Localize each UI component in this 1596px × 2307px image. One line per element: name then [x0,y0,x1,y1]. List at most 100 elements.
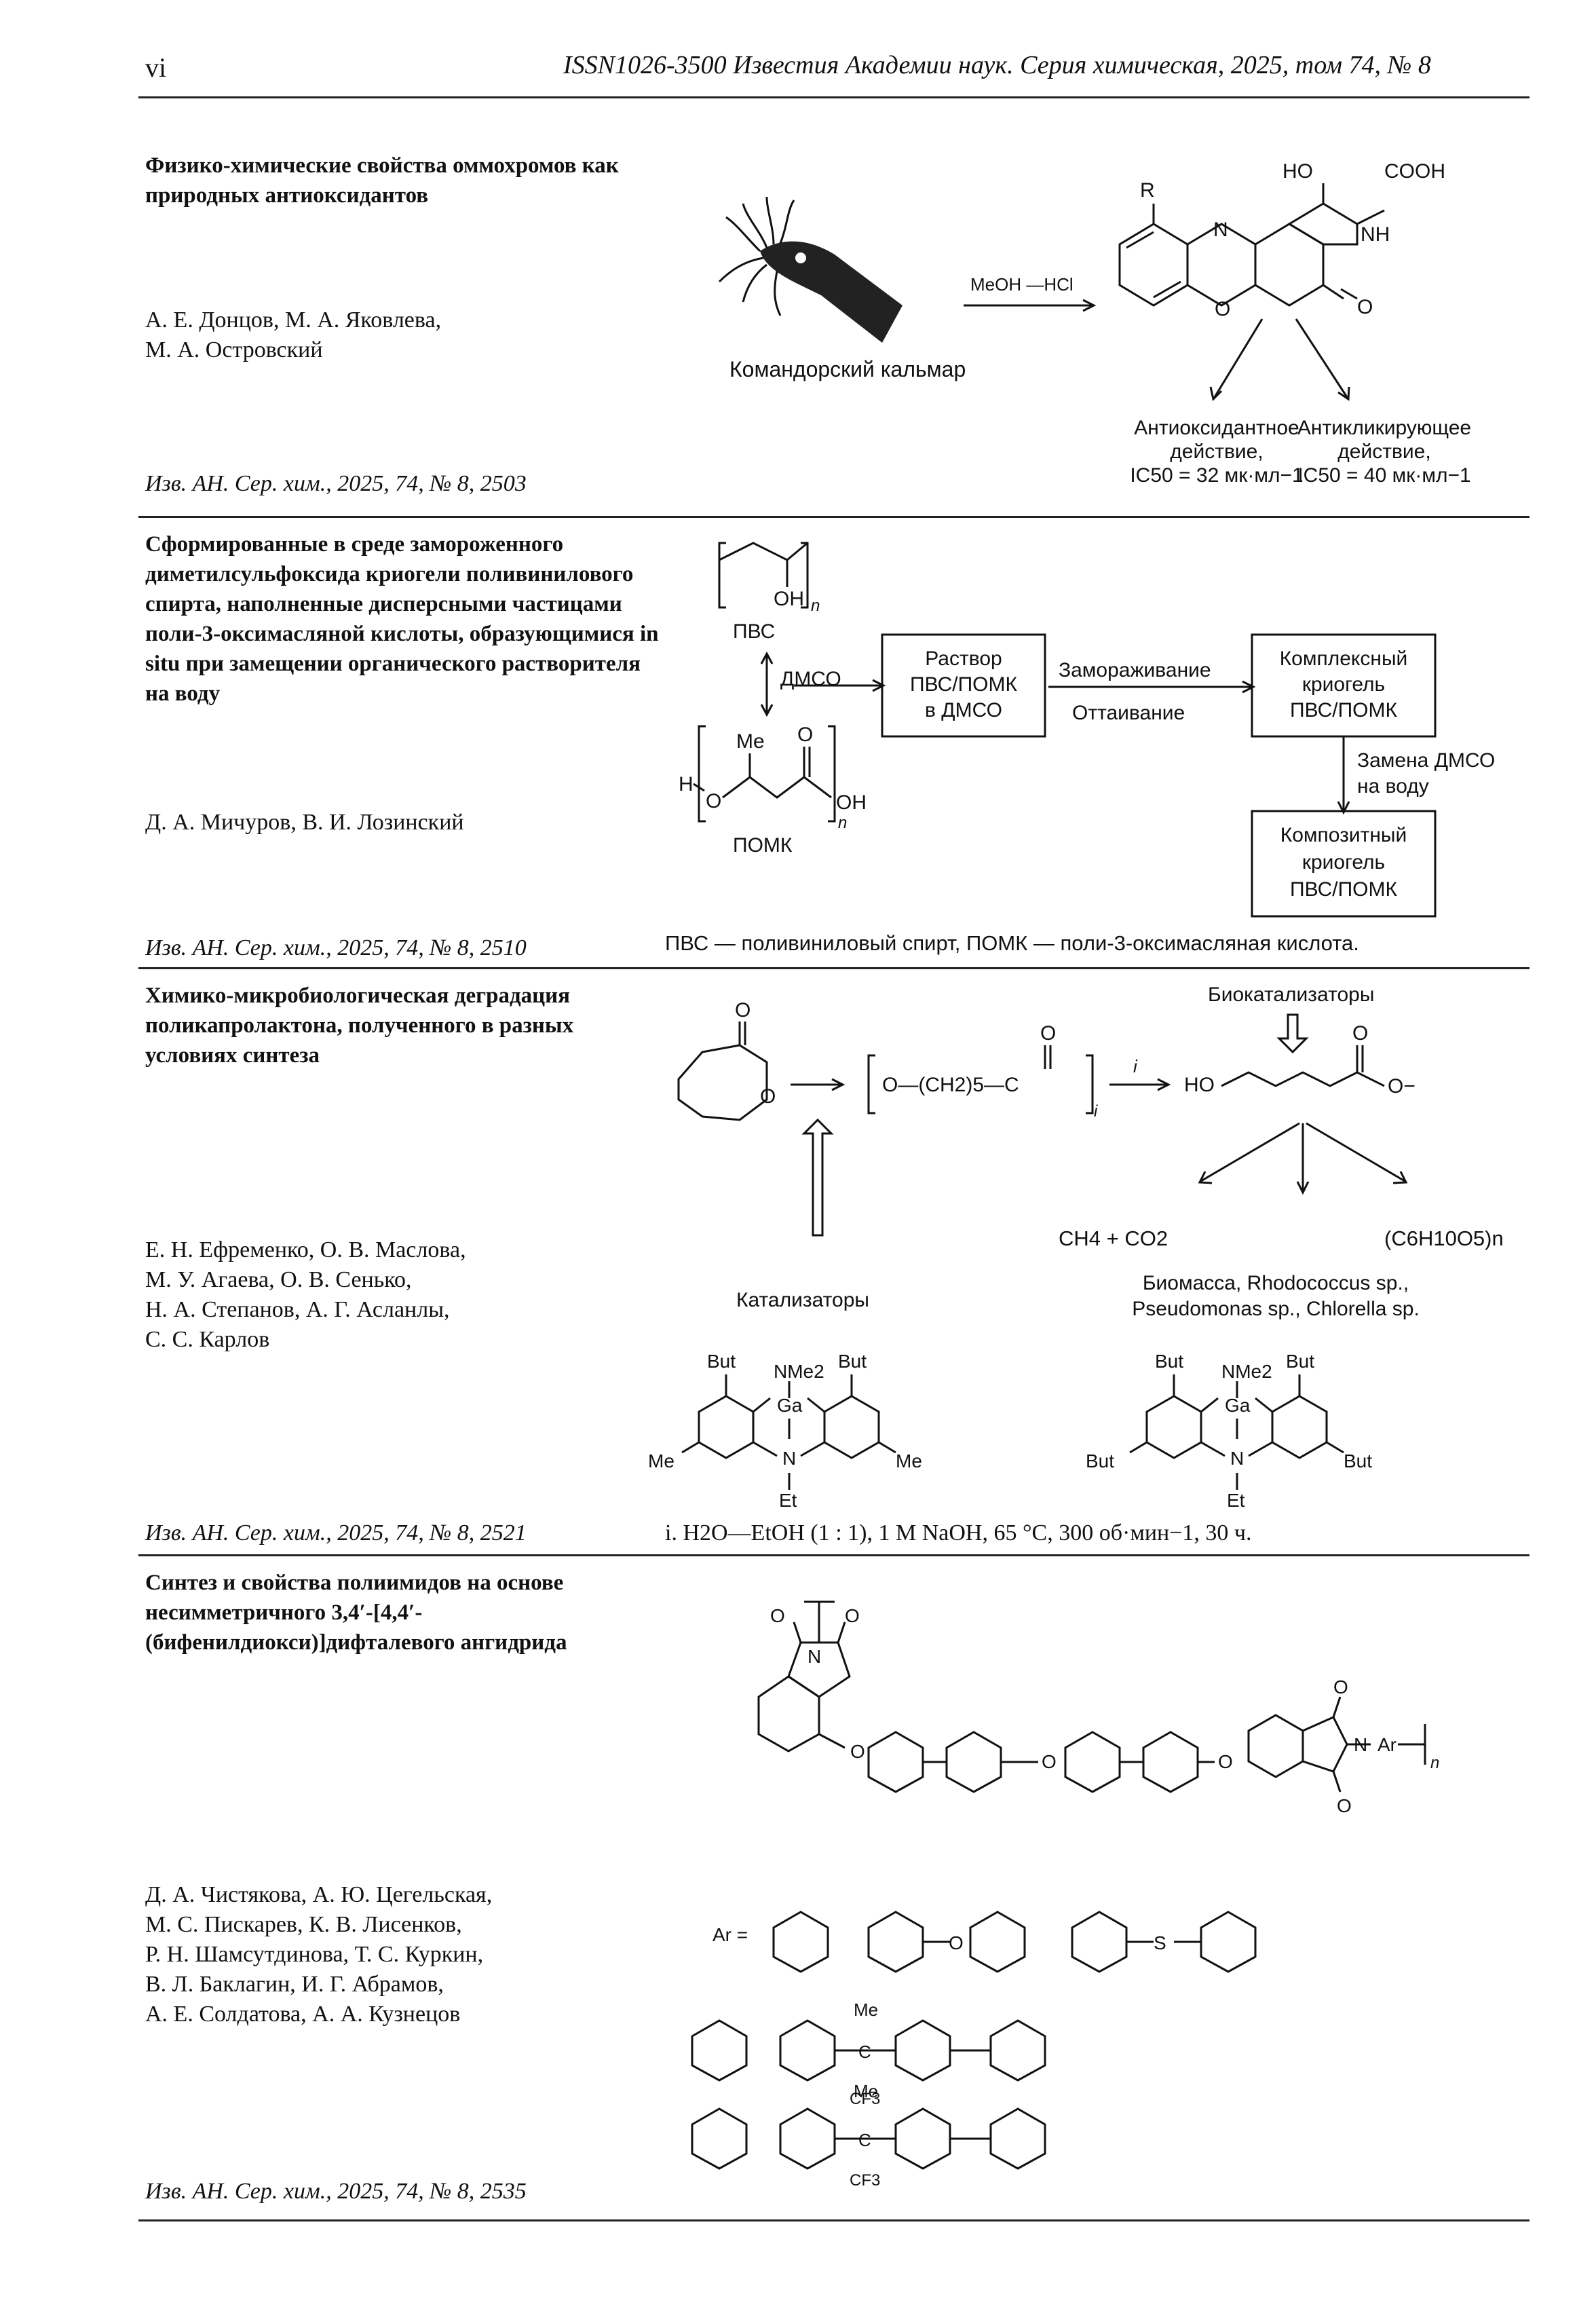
svg-text:Ga: Ga [777,1395,803,1416]
svg-text:O: O [949,1932,964,1953]
svg-text:O: O [770,1605,785,1626]
article-2-title[interactable]: Сформированные в среде замороженного дим… [145,532,659,706]
svg-text:Et: Et [1227,1490,1245,1511]
squid-label: Командорский кальмар [729,357,966,381]
atom-o-ketone: O [1357,296,1373,318]
svg-text:But: But [1344,1450,1372,1471]
svg-text:Me: Me [648,1450,674,1471]
svg-text:But: But [707,1351,736,1372]
svg-text:CF3: CF3 [850,2090,880,2108]
svg-text:N: N [782,1448,796,1469]
header-rule [138,96,1530,98]
ar-label: Ar = [712,1924,748,1945]
reagent-label: MeOH —HCl [970,274,1074,295]
squid-image [718,196,902,343]
svg-text:S: S [1154,1932,1166,1953]
catalyst-2-structure [1129,1374,1344,1490]
svg-text:Композитный: Композитный [1280,824,1407,846]
svg-text:O: O [1333,1676,1348,1698]
pvs-oh: OH [774,588,804,610]
svg-text:i: i [1094,1102,1098,1121]
divider-1 [138,516,1530,518]
svg-text:Комплексный: Комплексный [1280,648,1408,670]
svg-text:N: N [1354,1734,1367,1755]
svg-text:O: O [706,790,721,812]
article-1-citation[interactable]: Изв. АН. Сер. хим., 2025, 74, № 8, 2503 [145,471,527,496]
group-ho: HO [1282,160,1313,183]
article-4-authors: Д. А. Чистякова, А. Ю. Цегельская, М. С.… [145,1882,493,2027]
article-2-authors: Д. А. Мичуров, В. И. Лозинский [145,810,464,835]
svg-text:O: O [1352,1022,1368,1045]
svg-text:C: C [858,2130,871,2150]
article-2-citation[interactable]: Изв. АН. Сер. хим., 2025, 74, № 8, 2510 [145,935,527,960]
article-3-title[interactable]: Химико-микробиологическая деградация пол… [145,983,574,1068]
divider-3 [138,1554,1530,1556]
svg-text:O: O [735,999,750,1021]
svg-text:Et: Et [779,1490,797,1511]
svg-text:O: O [1337,1795,1352,1816]
svg-text:Ar: Ar [1378,1734,1396,1755]
divider-2 [138,967,1530,969]
svg-text:H: H [679,773,694,795]
article-3-scheme: Биокатализаторы O O O—(CH2)5—C O i i HO … [648,983,1504,1511]
thaw-label: Оттаивание [1072,702,1185,724]
atom-o-ring: O [1215,298,1230,320]
svg-text:C: C [858,2042,871,2062]
polyimide-repeat-unit [757,1600,1426,1793]
catalyst-1-structure [681,1374,896,1490]
svg-text:But: But [1155,1351,1183,1372]
svg-text:криогель: криогель [1302,673,1385,696]
svg-text:Ga: Ga [1225,1395,1251,1416]
svg-text:криогель: криогель [1302,851,1385,874]
svg-text:ПВС/ПОМК: ПВС/ПОМК [1290,699,1397,721]
replace-label-1: Замена ДМСО [1357,749,1495,772]
svg-text:ПВС/ПОМК: ПВС/ПОМК [910,673,1017,696]
bottom-rule [138,2219,1530,2221]
svg-text:O: O [1218,1751,1233,1772]
svg-text:But: But [838,1351,867,1372]
svg-text:O−: O− [1388,1075,1416,1098]
effect-1-line2: действие, [1170,440,1263,463]
biomass-line1: Биомасса, Rhodococcus sp., [1143,1272,1409,1294]
svg-text:O: O [1040,1022,1056,1045]
svg-text:в ДМСО: в ДМСО [925,699,1002,721]
effect-2-line2: действие, [1337,440,1430,463]
catalysts-label: Катализаторы [736,1289,869,1311]
biocatalysts-label: Биокатализаторы [1208,983,1374,1006]
svg-text:n: n [838,814,847,832]
pomk-label: ПОМК [733,834,793,857]
article-3-citation[interactable]: Изв. АН. Сер. хим., 2025, 74, № 8, 2521 [145,1520,527,1545]
article-4-scheme: N O O O O O O O N Ar n Ar = S O C M [691,1600,1439,2190]
article-1-title[interactable]: Физико-химические свойства оммохромов ка… [145,153,619,208]
svg-text:But: But [1286,1351,1314,1372]
svg-text:NMe2: NMe2 [1221,1361,1272,1382]
ommochrome-structure [1118,183,1385,307]
page-label: vi [145,52,167,83]
group-cooh: COOH [1384,160,1445,183]
svg-text:Me: Me [854,2000,878,2020]
svg-text:NMe2: NMe2 [774,1361,824,1382]
pvs-label: ПВС [733,620,775,643]
substituent-r: R [1140,179,1155,202]
article-1-authors: А. Е. Донцов, М. А. Яковлева, М. А. Остр… [145,307,442,362]
box-composite [1251,810,1437,918]
article-4-title[interactable]: Синтез и свойства полиимидов на основе н… [145,1571,567,1655]
ar-options [691,1911,1257,2170]
product-ch4-co2: CH4 + CO2 [1059,1226,1168,1250]
scheme-2-footnote: ПВС — поливиниловый спирт, ПОМК — поли-3… [665,931,1359,955]
svg-text:CF3: CF3 [850,2171,880,2190]
step-i-label: i [1133,1056,1138,1076]
effect-2-line3: IC50 = 40 мк·мл−1 [1297,464,1470,487]
svg-text:Me: Me [896,1450,922,1471]
dmso-label: ДМСО [780,668,841,690]
pvs-n: n [811,597,820,615]
svg-text:But: But [1086,1450,1114,1471]
effect-2-line1: Антикликирующее [1297,417,1471,439]
group-nh: NH [1361,223,1390,246]
product-cellulose: (C6H10O5)n [1384,1226,1504,1250]
article-4-citation[interactable]: Изв. АН. Сер. хим., 2025, 74, № 8, 2535 [145,2179,527,2204]
svg-text:Me: Me [854,2081,878,2101]
replace-label-2: на воду [1357,775,1429,798]
article-2-scheme: OH n ПВС ДМСО Раствор ПВС/ПОМК в ДМСО За… [665,542,1495,955]
pcl-polymer: O—(CH2)5—C [882,1074,1019,1096]
